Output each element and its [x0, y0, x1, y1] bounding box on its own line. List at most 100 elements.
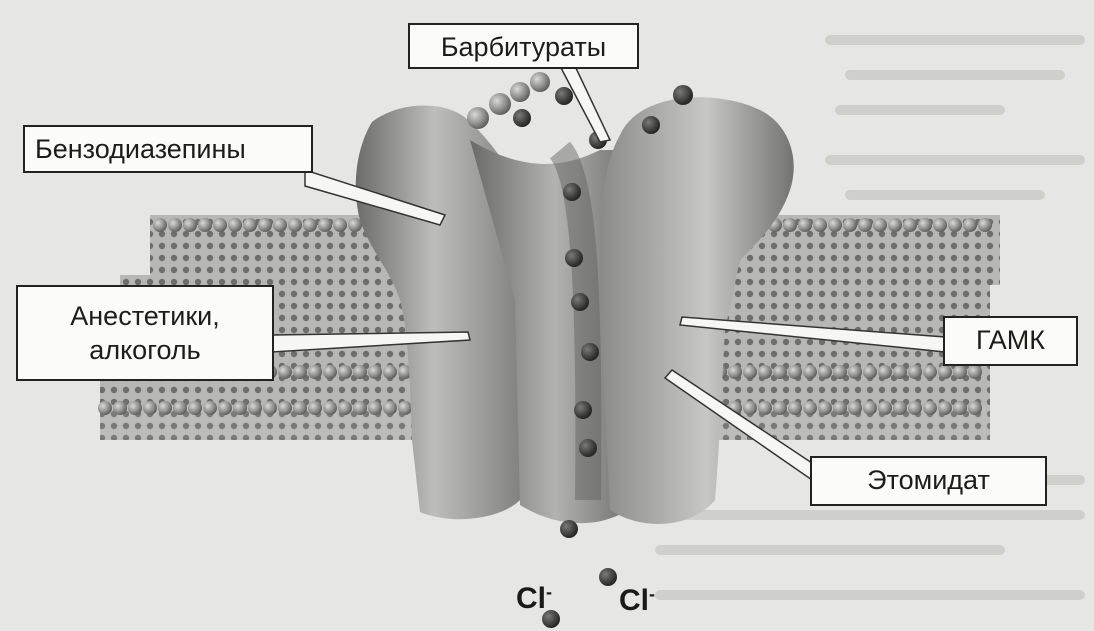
phospholipid-head [98, 401, 112, 415]
phospholipid-head [858, 218, 872, 232]
phospholipid-head [278, 401, 292, 415]
phospholipid-head [903, 218, 917, 232]
phospholipid-head [368, 365, 382, 379]
phospholipid-head [218, 401, 232, 415]
phospholipid-head [323, 401, 337, 415]
phospholipid-head [743, 365, 757, 379]
phospholipid-head [938, 401, 952, 415]
ion-dot [579, 439, 597, 457]
chloride-ion-right: Cl- [619, 584, 655, 618]
phospholipid-head [938, 365, 952, 379]
phospholipid-head [908, 401, 922, 415]
phospholipid-head [728, 365, 742, 379]
phospholipid-head [318, 218, 332, 232]
phospholipid-head [183, 218, 197, 232]
phospholipid-head [273, 218, 287, 232]
phospholipid-head [923, 365, 937, 379]
phospholipid-head [848, 401, 862, 415]
phospholipid-head [383, 365, 397, 379]
phospholipid-head [833, 401, 847, 415]
ion-dot [581, 343, 599, 361]
phospholipid-head [353, 401, 367, 415]
phospholipid-head [953, 401, 967, 415]
phospholipid-head [743, 401, 757, 415]
chloride-ion-left: Cl- [516, 582, 552, 616]
phospholipid-head [878, 365, 892, 379]
phospholipid-head [773, 401, 787, 415]
phospholipid-head [288, 218, 302, 232]
phospholipid-head [228, 218, 242, 232]
phospholipid-head [383, 401, 397, 415]
phospholipid-head [818, 365, 832, 379]
phospholipid-head [963, 218, 977, 232]
phospholipid-head [128, 401, 142, 415]
ion-charge: - [546, 582, 552, 602]
label-barbiturates-text: Барбитураты [441, 32, 606, 62]
label-anesthetics-line2: алкоголь [28, 333, 262, 367]
ion-symbol: Cl [619, 584, 649, 617]
label-anesthetics: Анестетики, алкоголь [16, 285, 274, 381]
phospholipid-head [948, 218, 962, 232]
ion-dot [642, 116, 660, 134]
phospholipid-head [873, 218, 887, 232]
binding-spheres [467, 72, 550, 129]
phospholipid-head [338, 401, 352, 415]
label-etomidate-text: Этомидат [867, 465, 990, 495]
phospholipid-head [923, 401, 937, 415]
phospholipid-head [953, 365, 967, 379]
label-anesthetics-line1: Анестетики, [28, 299, 262, 333]
phospholipid-head [278, 365, 292, 379]
phospholipid-head [398, 401, 412, 415]
phospholipid-head [258, 218, 272, 232]
ion-dot [571, 293, 589, 311]
phospholipid-head [918, 218, 932, 232]
phospholipid-head [323, 365, 337, 379]
phospholipid-head [338, 365, 352, 379]
phospholipid-head [888, 218, 902, 232]
phospholipid-head [293, 365, 307, 379]
phospholipid-head [348, 218, 362, 232]
phospholipid-head [758, 401, 772, 415]
phospholipid-head [213, 218, 227, 232]
phospholipid-head [303, 218, 317, 232]
phospholipid-head [893, 365, 907, 379]
phospholipid-head [113, 401, 127, 415]
phospholipid-head [813, 218, 827, 232]
phospholipid-head [308, 365, 322, 379]
phospholipid-head [803, 401, 817, 415]
phospholipid-head [788, 401, 802, 415]
phospholipid-head [863, 365, 877, 379]
label-benzodiazepines-text: Бензодиазепины [35, 134, 246, 164]
phospholipid-head [908, 365, 922, 379]
ion-dot [560, 520, 578, 538]
phospholipid-head [308, 401, 322, 415]
phospholipid-head [243, 218, 257, 232]
gaba-receptor [356, 97, 794, 524]
phospholipid-head [233, 401, 247, 415]
phospholipid-head [333, 218, 347, 232]
label-benzodiazepines: Бензодиазепины [23, 125, 313, 173]
phospholipid-head [863, 401, 877, 415]
phospholipid-head [783, 218, 797, 232]
phospholipid-head [158, 401, 172, 415]
phospholipid-head [828, 218, 842, 232]
ion-dot [513, 109, 531, 127]
ion-symbol: Cl [516, 582, 546, 615]
phospholipid-head [773, 365, 787, 379]
phospholipid-head [878, 401, 892, 415]
ion-dot [673, 85, 693, 105]
phospholipid-head [818, 401, 832, 415]
phospholipid-head [168, 218, 182, 232]
ion-dot [565, 249, 583, 267]
phospholipid-head [893, 401, 907, 415]
phospholipid-head [843, 218, 857, 232]
phospholipid-head [368, 401, 382, 415]
phospholipid-head [263, 401, 277, 415]
label-gaba-text: ГАМК [976, 325, 1045, 355]
phospholipid-head [143, 401, 157, 415]
phospholipid-head [803, 365, 817, 379]
phospholipid-head [848, 365, 862, 379]
phospholipid-head [353, 365, 367, 379]
ion-dot [599, 568, 617, 586]
label-gaba: ГАМК [943, 316, 1078, 366]
